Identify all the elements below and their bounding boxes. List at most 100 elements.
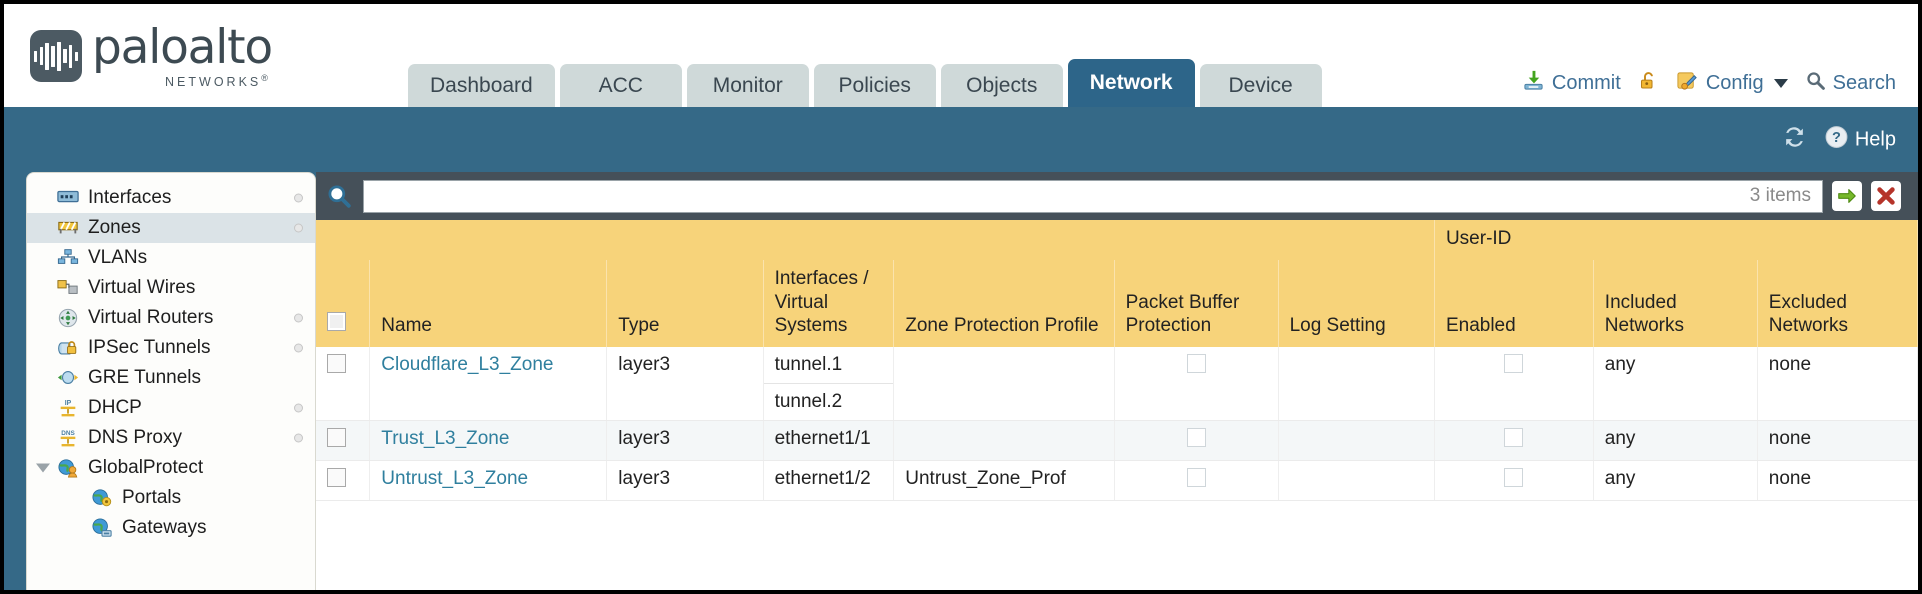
item-count: 3 items (1749, 185, 1811, 206)
cell-included-networks: any (1593, 347, 1758, 421)
table-row[interactable]: Cloudflare_L3_Zone layer3 tunnel.1 tunne… (316, 347, 1918, 421)
help-label: Help (1854, 128, 1896, 150)
status-dot (294, 193, 303, 203)
userid-enabled-checkbox[interactable] (1504, 468, 1524, 487)
cell-excluded-networks: none (1757, 460, 1918, 501)
sidebar-item-gateways[interactable]: Gateways (27, 513, 315, 543)
tab-device[interactable]: Device (1199, 64, 1322, 107)
zone-link[interactable]: Trust_L3_Zone (381, 428, 510, 449)
zone-link[interactable]: Untrust_L3_Zone (381, 468, 529, 489)
sidebar-label: DHCP (88, 397, 142, 418)
clear-filter-button[interactable] (1871, 181, 1901, 211)
column-header-included-networks[interactable]: Included Networks (1593, 259, 1758, 347)
column-header-zone-protection-profile[interactable]: Zone Protection Profile (893, 259, 1115, 347)
cell-interfaces: ethernet1/2 (763, 460, 895, 501)
cell-type: layer3 (606, 347, 764, 421)
interfaces-icon (57, 188, 79, 208)
main-panel: 3 items (316, 172, 1918, 590)
brand-name: paloalto (92, 20, 273, 75)
cell-included-networks: any (1593, 460, 1758, 501)
cell-type: layer3 (606, 460, 764, 501)
portals-icon (91, 488, 113, 508)
sidebar-item-interfaces[interactable]: Interfaces (27, 183, 315, 213)
column-header-name[interactable]: Name (369, 259, 608, 347)
sidebar-item-vlans[interactable]: VLANs (27, 243, 315, 273)
table-search-icon[interactable] (324, 183, 354, 209)
column-header-type[interactable]: Type (606, 259, 764, 347)
cell-interfaces: ethernet1/1 (763, 420, 895, 461)
userid-enabled-checkbox[interactable] (1504, 354, 1524, 373)
vlans-icon (57, 248, 79, 268)
gateways-icon (91, 518, 113, 538)
packet-buffer-protection-checkbox[interactable] (1186, 354, 1206, 373)
lock-button[interactable] (1638, 70, 1659, 98)
gre-tunnels-icon (57, 368, 79, 388)
ipsec-tunnels-icon (57, 338, 79, 358)
sidebar-label: Virtual Wires (88, 277, 196, 298)
table-row[interactable]: Trust_L3_Zone layer3 ethernet1/1 (316, 420, 1918, 461)
sidebar-item-gre-tunnels[interactable]: GRE Tunnels (27, 363, 315, 393)
column-header-log-setting[interactable]: Log Setting (1278, 259, 1435, 347)
status-dot (294, 403, 303, 413)
search-button[interactable]: Search (1805, 70, 1896, 97)
dhcp-icon: IP (57, 398, 79, 418)
sidebar-item-dhcp[interactable]: IP DHCP (27, 393, 315, 423)
search-input[interactable]: 3 items (363, 179, 1823, 213)
cell-userid-enabled (1434, 420, 1594, 461)
config-menu[interactable]: Config (1676, 69, 1788, 98)
sidebar-item-dns-proxy[interactable]: DNS DNS Proxy (27, 423, 315, 453)
table-row[interactable]: Untrust_L3_Zone layer3 ethernet1/2 Untru… (316, 460, 1918, 501)
paloalto-logo-icon (30, 30, 82, 83)
tab-monitor[interactable]: Monitor (686, 64, 809, 107)
padlock-icon (1638, 70, 1659, 98)
column-header-enabled[interactable]: Enabled (1434, 259, 1594, 347)
sidebar-label: GRE Tunnels (88, 367, 201, 388)
select-all-header (316, 259, 371, 347)
tab-dashboard[interactable]: Dashboard (408, 64, 555, 107)
sidebar-item-ipsec-tunnels[interactable]: IPSec Tunnels (27, 333, 315, 363)
cell-name: Cloudflare_L3_Zone (369, 347, 608, 421)
select-all-checkbox[interactable] (327, 312, 346, 332)
sidebar-item-zones[interactable]: Zones (27, 213, 315, 243)
tab-network[interactable]: Network (1067, 59, 1195, 107)
commit-button[interactable]: Commit (1522, 69, 1621, 98)
collapse-triangle-icon[interactable] (36, 463, 50, 473)
cell-excluded-networks: none (1757, 420, 1918, 461)
zones-table: User-ID Name Type Interfaces / Virtual S… (316, 220, 1918, 501)
row-checkbox[interactable] (327, 354, 346, 373)
sidebar-item-globalprotect[interactable]: GlobalProtect (27, 453, 315, 483)
tab-policies[interactable]: Policies (813, 64, 936, 107)
sidebar-item-portals[interactable]: Portals (27, 483, 315, 513)
cell-interfaces: tunnel.1 tunnel.2 (763, 347, 895, 421)
refresh-button[interactable] (1781, 125, 1808, 155)
sidebar-item-virtual-wires[interactable]: Virtual Wires (27, 273, 315, 303)
row-checkbox[interactable] (327, 428, 346, 447)
packet-buffer-protection-checkbox[interactable] (1186, 428, 1206, 447)
sidebar-label: Interfaces (88, 187, 172, 208)
brand-sub: NETWORKS® (165, 73, 271, 90)
packet-buffer-protection-checkbox[interactable] (1186, 468, 1206, 487)
svg-text:?: ? (1832, 130, 1841, 146)
tab-objects[interactable]: Objects (940, 64, 1063, 107)
zones-icon (57, 218, 79, 238)
search-row: 3 items (316, 172, 1918, 220)
row-checkbox[interactable] (327, 468, 346, 487)
column-header-excluded-networks[interactable]: Excluded Networks (1757, 259, 1918, 347)
sidebar-item-virtual-routers[interactable]: Virtual Routers (27, 303, 315, 333)
commit-label: Commit (1551, 72, 1621, 94)
sidebar-label: DNS Proxy (88, 427, 182, 448)
column-header-interfaces[interactable]: Interfaces / Virtual Systems (763, 259, 895, 347)
cell-name: Trust_L3_Zone (369, 420, 608, 461)
virtual-wires-icon (57, 278, 79, 298)
row-select-cell (316, 420, 371, 461)
userid-enabled-checkbox[interactable] (1504, 428, 1524, 447)
apply-filter-button[interactable] (1832, 181, 1862, 211)
zone-link[interactable]: Cloudflare_L3_Zone (381, 354, 554, 375)
brand-logo: paloalto NETWORKS® (30, 20, 273, 90)
tab-acc[interactable]: ACC (559, 64, 682, 107)
status-dot (294, 313, 303, 323)
status-dot (294, 223, 303, 233)
column-header-packet-buffer-protection[interactable]: Packet Buffer Protection (1114, 259, 1279, 347)
help-button[interactable]: ? Help (1824, 124, 1896, 155)
